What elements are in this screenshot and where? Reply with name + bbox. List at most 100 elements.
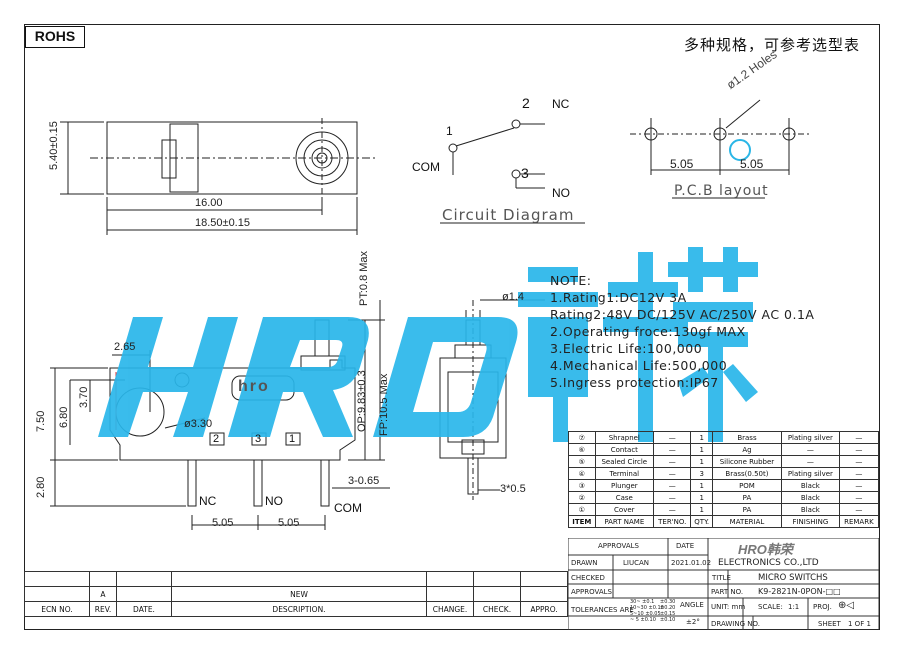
bom-cell-no: ④: [568, 467, 596, 480]
bom-cell-finish: Plating silver: [780, 431, 840, 444]
tb-drawing-no: DRAWING NO.: [711, 620, 760, 628]
tb-part-no: K9-2821N-0PON-□□: [758, 587, 841, 596]
bom-h-name: PART NAME: [594, 515, 655, 528]
top-dim-height: 5.40±0.15: [48, 121, 60, 170]
front-dim-265: 2.65: [114, 341, 136, 353]
tb-sheet: SHEET: [818, 620, 841, 628]
note-line-6: 5.Ingress protection:IP67: [550, 375, 719, 390]
bom-cell-no: ⑤: [568, 455, 596, 468]
circuit-com: COM: [412, 160, 440, 174]
front-dim-hole: ø3.30: [184, 418, 213, 430]
drawing-border: [24, 24, 880, 630]
bom-h-qty: QTY.: [690, 515, 713, 528]
bom-cell-finish: Black: [780, 479, 840, 492]
bom-cell-finish: —: [780, 443, 840, 456]
rev-h-check: CHECK.: [473, 601, 521, 617]
circuit-pin1: 1: [446, 124, 453, 138]
rev-h-appro: APPRO.: [520, 601, 568, 617]
tb-approvals2: APPROVALS: [571, 588, 612, 596]
bom-cell-no: ⑥: [568, 443, 596, 456]
bom-cell-qty: 1: [690, 491, 713, 504]
front-dim-fp: FP:10.5 Max: [378, 373, 390, 436]
bom-cell-remark: —: [838, 491, 880, 504]
bom-cell-name: Sealed Circle: [594, 455, 655, 468]
revision-row-a: A NEW: [24, 586, 568, 602]
revision-table: A NEW ECN NO. REV. DATE. DESCRIPTION. CH…: [24, 571, 568, 617]
bom-h-remark: REMARK: [838, 515, 880, 528]
lead-com: COM: [334, 501, 362, 515]
projection-icon: ⊕◁: [838, 600, 855, 611]
tb-tol-rows: 30~ ±0.1 10~30 ±0.10 5~10 ±0.05 ~ 5 ±0.1…: [630, 599, 664, 623]
hro-body-logo: hro: [238, 378, 270, 395]
front-view-mount-hole: [115, 387, 165, 437]
rev-h-ecn: ECN NO.: [24, 601, 90, 617]
bom-cell-name: Case: [594, 491, 655, 504]
bom-cell-no: ②: [568, 491, 596, 504]
rev-h-desc: DESCRIPTION.: [171, 601, 427, 617]
bom-cell-name: Plunger: [594, 479, 655, 492]
tb-angle-val: ±2°: [686, 618, 700, 626]
tb-sheet-val: 1 OF 1: [848, 620, 871, 628]
bom-h-finish: FINISHING: [780, 515, 840, 528]
front-pin-2: 2: [213, 433, 220, 445]
circuit-pin2: 2: [522, 95, 530, 111]
front-view-plunger: [314, 319, 330, 357]
side-dim-plunger: ø1.4: [502, 291, 525, 303]
bom-cell-ter: —: [653, 467, 692, 480]
tb-drawn-by: LIUCAN: [623, 559, 650, 567]
tb-proj: PROJ.: [813, 603, 832, 611]
rohs-badge: ROHS: [25, 26, 85, 48]
pcb-pitch-left: 5.05: [670, 157, 694, 171]
bom-cell-qty: 1: [690, 479, 713, 492]
rev-h-rev: REV.: [89, 601, 117, 617]
rev-h-change: CHANGE.: [426, 601, 474, 617]
bom-cell-finish: Black: [780, 503, 840, 516]
tb-angle: ANGLE: [680, 601, 704, 609]
bom-cell-remark: —: [838, 431, 880, 444]
tb-company-logo: HRO韩荣: [738, 542, 793, 557]
top-dim-18: 18.50±0.15: [195, 217, 250, 229]
top-dim-16: 16.00: [195, 197, 223, 209]
bom-cell-ter: —: [653, 479, 692, 492]
spec-note-cn: 多种规格，可参考选型表: [683, 36, 860, 54]
circuit-nc: NC: [552, 97, 570, 111]
bom-cell-material: PA: [711, 503, 782, 516]
bom-cell-remark: —: [838, 503, 880, 516]
bom-cell-material: PA: [711, 491, 782, 504]
pcb-title: P.C.B layout: [674, 183, 769, 199]
note-line-4: 3.Electric Life:100,000: [550, 341, 703, 356]
tb-checked: CHECKED: [571, 574, 605, 582]
rev-a-desc: NEW: [171, 586, 427, 602]
front-dim-680: 6.80: [58, 406, 70, 428]
tb-drawn-date: 2021.01.02: [671, 559, 712, 567]
bom-cell-finish: —: [780, 455, 840, 468]
tb-scale-val: 1:1: [788, 603, 800, 611]
bom-cell-name: Contact: [594, 443, 655, 456]
tb-company: ELECTRONICS CO.,LTD: [718, 558, 819, 568]
front-dim-370: 3.70: [78, 386, 90, 408]
front-dim-750: 7.50: [35, 410, 47, 432]
tb-part-no-label: PART NO.: [711, 588, 744, 596]
lead-no: NO: [265, 494, 283, 508]
bom-cell-qty: 1: [690, 431, 713, 444]
circuit-no: NO: [552, 186, 570, 200]
title-block: APPROVALS DATE HRO韩荣 ELECTRONICS CO.,LTD…: [568, 538, 879, 630]
bom-cell-ter: —: [653, 455, 692, 468]
revision-header-row: ECN NO. REV. DATE. DESCRIPTION. CHANGE. …: [24, 601, 568, 617]
rev-a-rev: A: [89, 586, 117, 602]
lead-nc: NC: [199, 494, 217, 508]
tb-tolerances: TOLERANCES ARE: [571, 606, 634, 614]
tb-scale: SCALE:: [758, 603, 783, 611]
front-pitch-left: 5.05: [212, 517, 234, 529]
bom-cell-material: POM: [711, 479, 782, 492]
bom-cell-no: ③: [568, 479, 596, 492]
bom-cell-no: ⑦: [568, 431, 596, 444]
tb-approvals: APPROVALS: [598, 542, 639, 550]
bom-cell-name: Shrapnel: [594, 431, 655, 444]
bom-cell-name: Cover: [594, 503, 655, 516]
